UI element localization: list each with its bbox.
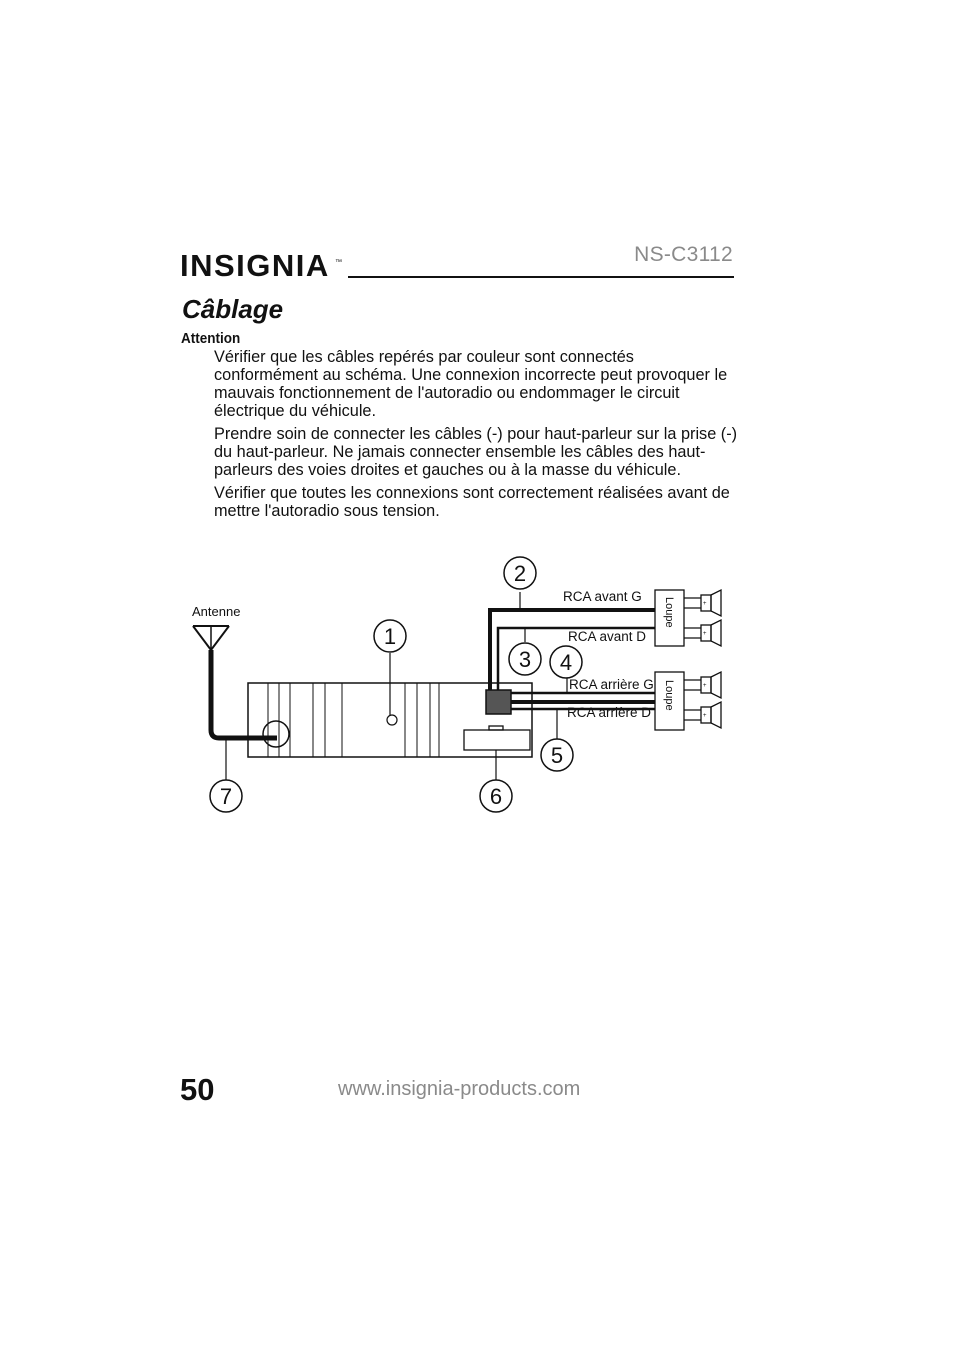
rca-cables (488, 592, 655, 740)
callout-leaders (225, 653, 558, 781)
amplifier-front: Loupe (654, 589, 685, 647)
antenna-icon (192, 625, 230, 651)
callout-6: 6 (479, 779, 513, 813)
svg-text:+: + (703, 683, 707, 689)
callout-3: 3 (508, 642, 542, 676)
rca-front-left-label: RCA avant G (563, 589, 642, 604)
svg-text:4: 4 (560, 650, 572, 675)
svg-text:2: 2 (514, 561, 526, 586)
paragraph-3: Vérifier que toutes les connexions sont … (214, 484, 730, 520)
speaker-rear-left-icon: + (684, 670, 722, 700)
svg-text:+: + (703, 631, 707, 637)
svg-text:6: 6 (490, 784, 502, 809)
svg-text:1: 1 (384, 624, 396, 649)
svg-text:+: + (703, 713, 707, 719)
page-number: 50 (180, 1072, 215, 1107)
callout-5: 5 (540, 738, 574, 772)
insignia-logo: INSIGNIA ™ (180, 248, 342, 283)
attention-body: Vérifier que les câbles repérés par coul… (214, 348, 739, 525)
model-number: NS-C3112 (634, 243, 733, 266)
callout-2: 2 (503, 556, 537, 590)
callout-4: 4 (549, 645, 583, 679)
svg-text:+: + (703, 601, 707, 607)
callout-7: 7 (209, 779, 243, 813)
svg-text:7: 7 (220, 784, 232, 809)
amplifier-rear: Loupe (654, 671, 685, 731)
website-url: www.insignia-products.com (338, 1078, 581, 1100)
svg-text:5: 5 (551, 743, 563, 768)
amplifier-front-label: Loupe (663, 597, 675, 628)
antenna-label: Antenne (192, 604, 240, 619)
rca-front-right-label: RCA avant D (568, 629, 646, 644)
speaker-front-left-icon: + (684, 588, 722, 618)
rca-rear-left-label: RCA arrière G (569, 677, 654, 692)
amplifier-rear-label: Loupe (663, 680, 675, 711)
paragraph-2: Prendre soin de connecter les câbles (-)… (214, 425, 738, 479)
attention-heading: Attention (181, 330, 241, 347)
wiring-diagram: Antenne RCA avan (192, 556, 722, 813)
trademark-symbol: ™ (335, 259, 342, 266)
callout-1: 1 (373, 619, 407, 653)
page-title: Câblage (182, 294, 284, 324)
brand-wordmark: INSIGNIA (180, 248, 330, 283)
rca-rear-right-label: RCA arrière D (567, 705, 651, 720)
speaker-front-right-icon: + (684, 618, 722, 648)
head-unit (247, 682, 533, 758)
iso-connector (463, 725, 531, 751)
svg-text:3: 3 (519, 647, 531, 672)
speaker-rear-right-icon: + (684, 700, 722, 730)
rca-junction-box (485, 689, 512, 715)
paragraph-1: Vérifier que les câbles repérés par coul… (214, 348, 728, 420)
antenna-cable (208, 650, 277, 741)
header-rule (348, 276, 734, 278)
